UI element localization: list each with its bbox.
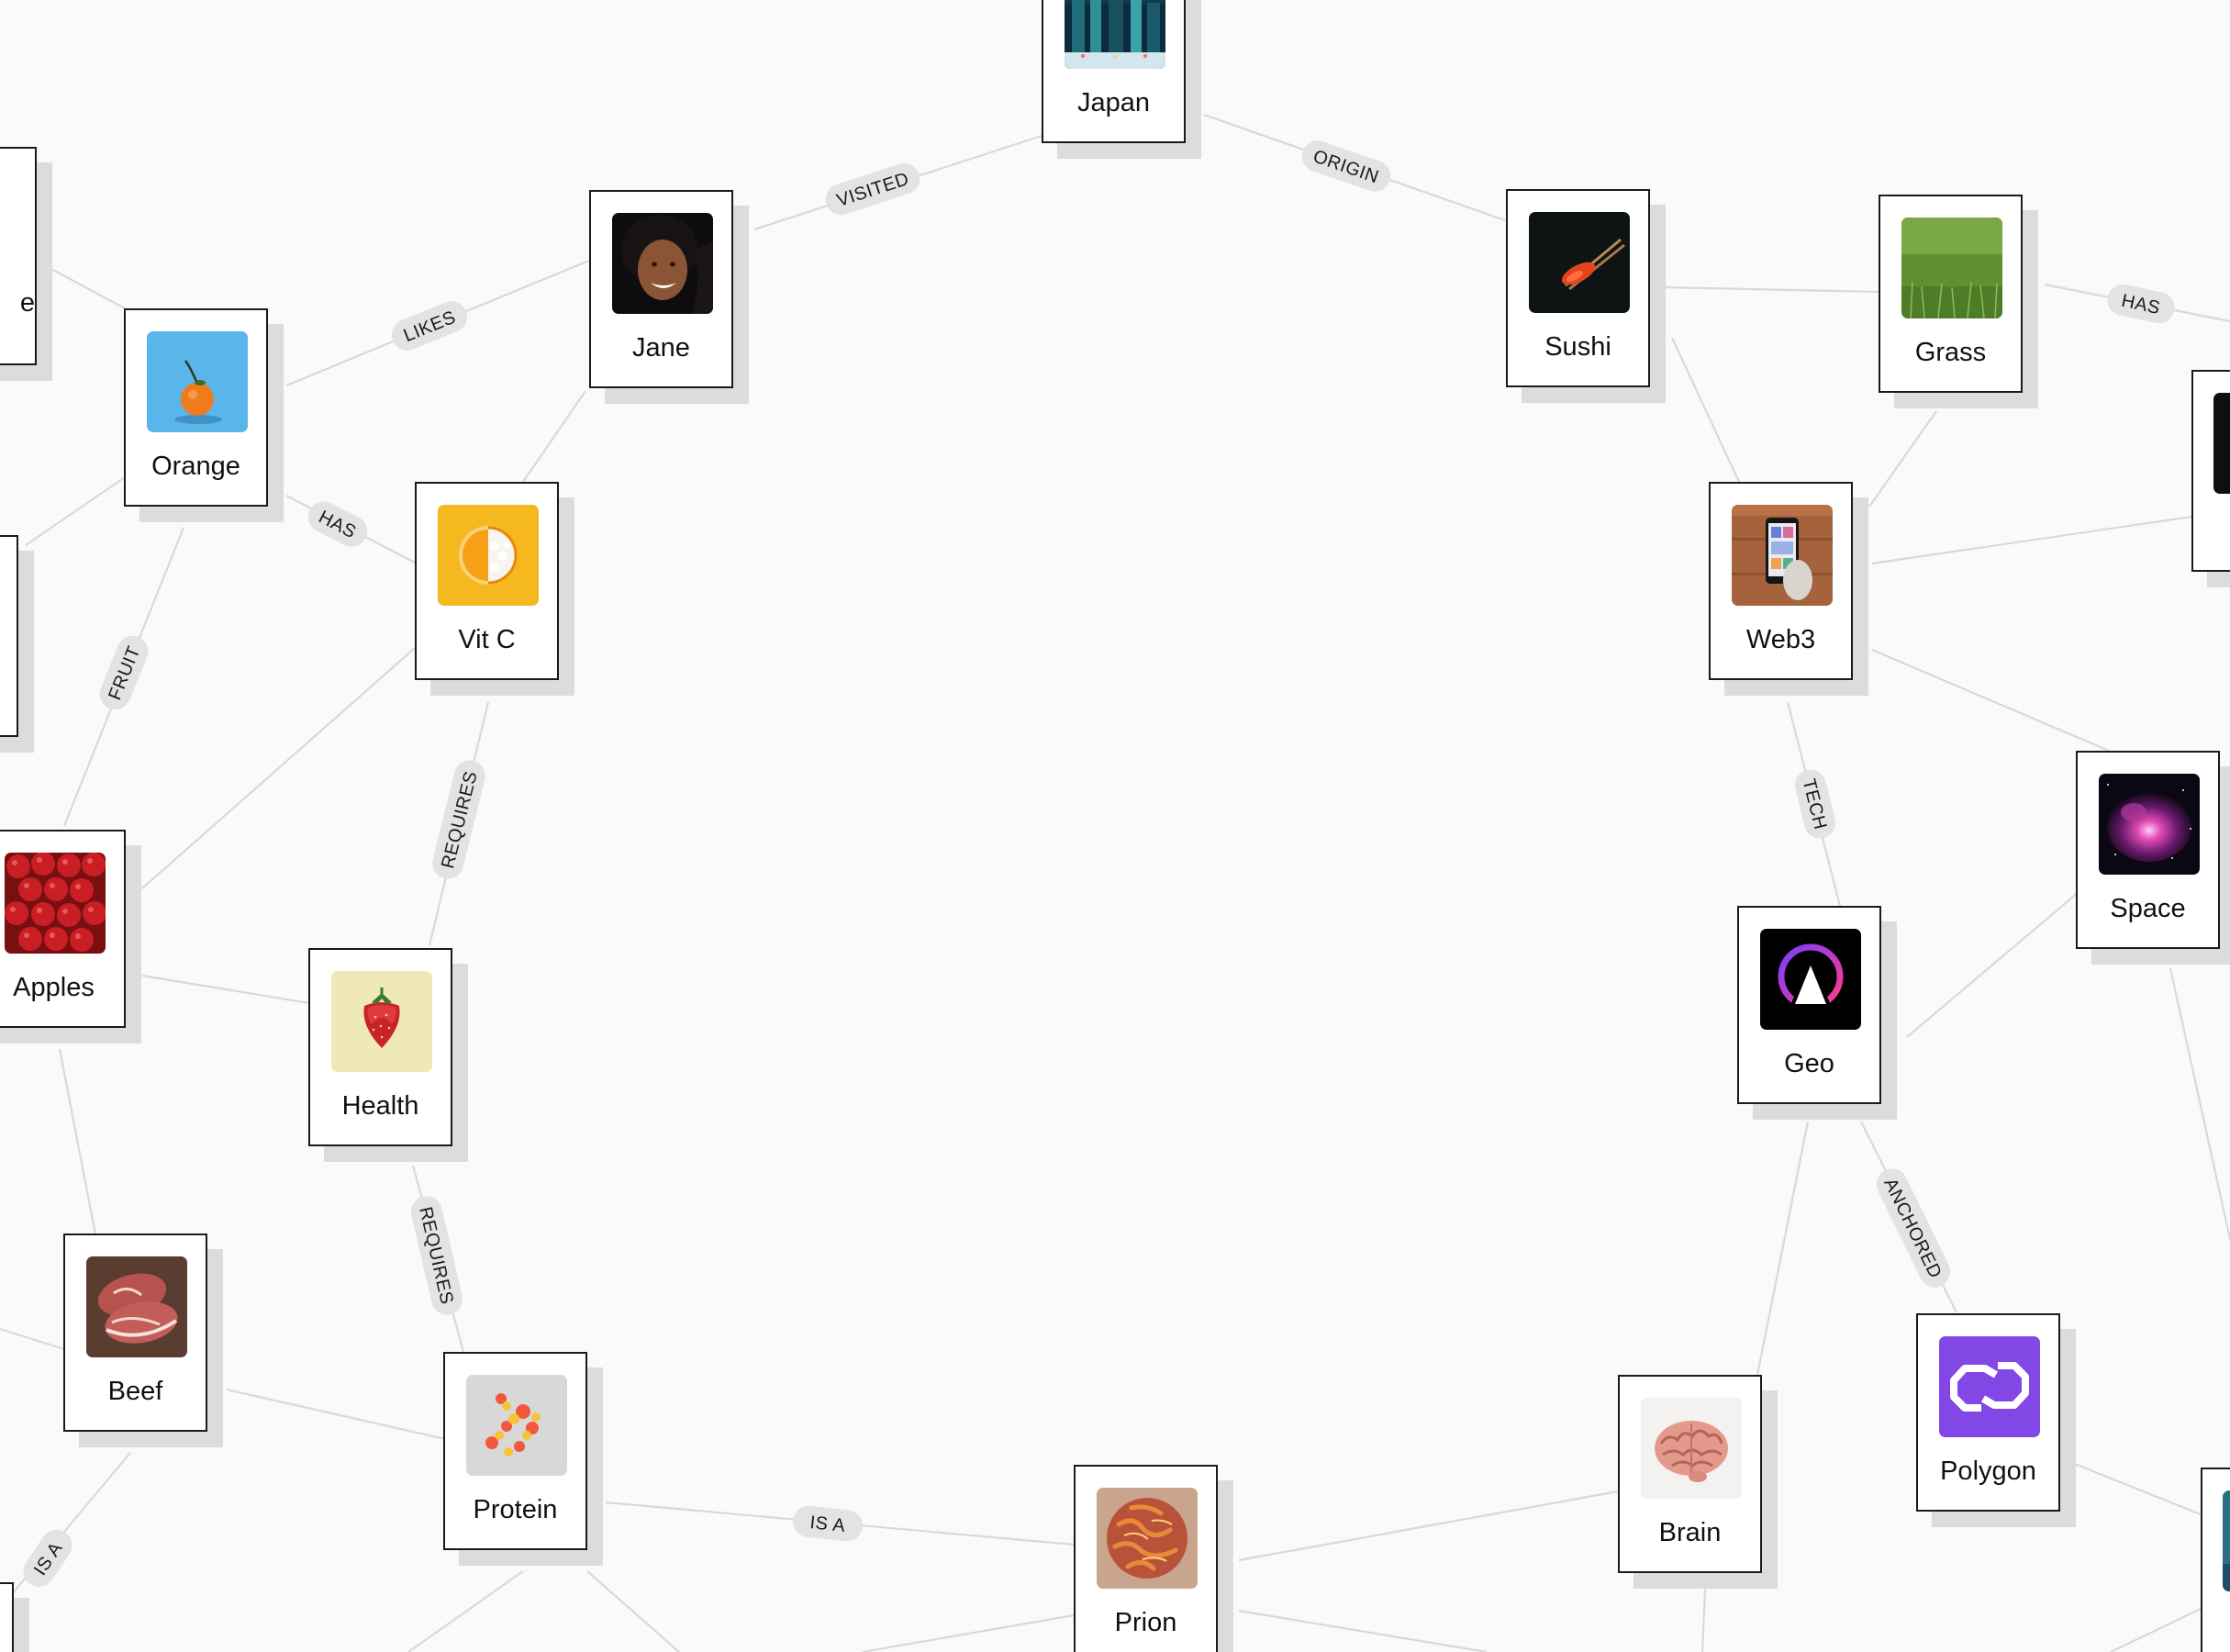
edge-line [25,254,126,309]
node-label: Sushi [1544,332,1611,362]
node-card-polygon[interactable]: Polygon [1916,1313,2060,1512]
node-card-health[interactable]: Health [308,948,452,1146]
edge-label-visited: VISITED [825,162,920,216]
node-label: e [19,288,35,318]
geo-logo-icon [1760,929,1861,1030]
edge-line [141,647,416,889]
food-photo-icon [0,171,9,272]
edge-label-has-grass: HAS [2107,284,2175,324]
node-label: Japan [1076,88,1150,117]
node-card-partial-mid-left[interactable] [0,535,18,737]
edge-line [2062,1457,2202,1516]
edge-line [1871,515,2192,565]
node-card-beef[interactable]: Beef [63,1233,207,1432]
nebula-photo-icon [2099,774,2200,875]
raw-beef-photo-icon [86,1256,187,1357]
node-card-space[interactable]: Space [2076,751,2220,949]
teal-photo-icon [2223,1490,2230,1591]
protein-molecule-photo-icon [466,1375,567,1476]
node-label: Brain [1658,1518,1722,1547]
phone-in-hand-photo-icon [1732,505,1833,606]
orange-fruit-photo-icon [147,331,248,432]
node-label: Prion [1114,1608,1177,1637]
edge-line [2110,1607,2203,1652]
strawberry-photo-icon [331,971,432,1072]
dark-photo-icon [2213,393,2230,494]
node-card-apples[interactable]: Apples [0,830,126,1028]
edge-line [1238,1490,1619,1562]
edge-label-origin: ORIGIN [1301,140,1391,192]
edge-label-is-a-prion: IS A [793,1505,863,1542]
node-card-brain[interactable]: Brain [1618,1375,1762,1573]
edge-line [862,1613,1075,1652]
polygon-logo-icon [1939,1336,2040,1437]
sushi-chopsticks-photo-icon [1529,212,1630,313]
edge-line [407,1570,524,1652]
node-card-orange[interactable]: Orange [124,308,268,507]
edge-label-is-a-beef: IS A [23,1529,72,1588]
node-card-partial-right-bottom[interactable] [2201,1468,2230,1652]
edge-line [1660,285,1880,294]
node-label: Jane [632,333,690,363]
edge-line [226,1388,446,1441]
node-card-jane[interactable]: Jane [589,190,733,388]
node-card-geo[interactable]: Geo [1737,906,1881,1104]
node-label: Web3 [1745,625,1816,654]
edge-line [2169,967,2230,1240]
node-card-japan[interactable]: Japan [1042,0,1186,143]
edge-label-requires-health: REQUIRES [432,760,485,879]
edge-label-text: IS A [809,1512,847,1536]
edge-line [58,1048,97,1235]
node-label: Beef [107,1377,163,1406]
prion-photo-icon [1097,1488,1198,1589]
node-label: Vit C [458,625,516,654]
node-card-grass[interactable]: Grass [1879,195,2023,393]
apples-photo-icon [5,853,106,954]
edge-label-tech: TECH [1794,769,1836,839]
node-label: Geo [1784,1049,1834,1078]
node-label: Polygon [1940,1457,2036,1486]
edge-line [141,974,310,1005]
node-card-web3[interactable]: Web3 [1709,482,1853,680]
orange-slice-photo-icon [438,505,539,606]
edge-line [1238,1609,1488,1652]
grass-photo-icon [1901,218,2002,318]
node-card-partial-bottom-left[interactable] [0,1582,14,1652]
edge-line [522,390,586,483]
node-label: Grass [1914,338,1987,367]
edge-line [1871,648,2110,753]
edge-label-requires-protein: REQUIRES [410,1196,463,1315]
edge-line [1868,410,1937,508]
edge-label-likes: LIKES [391,301,468,351]
edge-label-has-vitc: HAS [307,501,368,547]
brain-photo-icon [1641,1398,1742,1499]
node-card-prion[interactable]: Prion [1074,1465,1218,1652]
edge-line [0,1327,65,1351]
node-card-partial-top-left[interactable]: e [0,147,37,365]
city-night-photo-icon [1065,0,1165,69]
edge-line [586,1570,680,1652]
node-label: Space [2110,894,2186,923]
node-label: Orange [151,452,240,481]
edge-label-fruit: FRUIT [99,635,149,710]
node-label: Apples [13,973,95,1002]
node-card-sushi[interactable]: Sushi [1506,189,1650,387]
edge-line [25,476,126,546]
node-label: Protein [473,1495,558,1524]
node-label: Health [341,1091,419,1121]
node-card-protein[interactable]: Protein [443,1352,587,1550]
edge-label-anchored: ANCHORED [1876,1168,1951,1288]
woman-portrait-photo-icon [612,213,713,314]
node-card-vitc[interactable]: Vit C [415,482,559,680]
edge-line [1906,891,2079,1038]
edge-line [1756,1121,1810,1376]
edge-line [1671,337,1740,483]
node-card-partial-right-top[interactable] [2191,370,2230,572]
